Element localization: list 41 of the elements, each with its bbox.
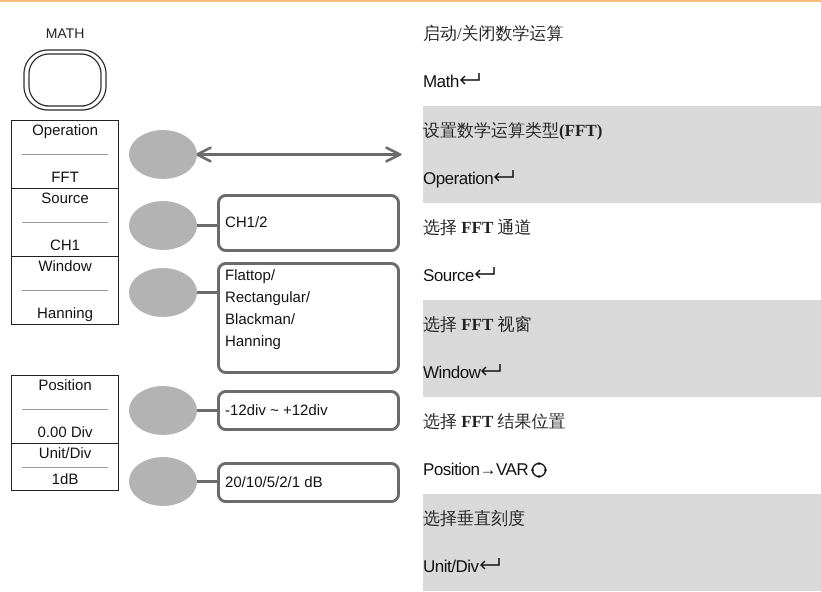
double-arrow xyxy=(196,146,402,162)
description-text: 设置数学运算类型(FFT) xyxy=(423,120,602,142)
menu-box xyxy=(11,120,119,189)
menu-path-text: Operation xyxy=(423,168,494,190)
menu-value: 0.00 Div xyxy=(37,424,93,442)
connector-line xyxy=(197,480,217,483)
option-box xyxy=(217,262,400,374)
option-text: Flattop/ Rectangular/ Blackman/ Hanning xyxy=(225,266,312,352)
option-box xyxy=(217,462,400,503)
menu-box xyxy=(11,188,119,257)
description-text: 选择垂直刻度 xyxy=(423,508,525,530)
menu-label: Position xyxy=(38,377,92,395)
button-label: MATH xyxy=(46,26,84,40)
menu-path-text: Unit/Div xyxy=(423,556,479,578)
menu-label: Source xyxy=(41,190,89,208)
menu-box xyxy=(11,256,119,325)
option-text: CH1/2 xyxy=(225,213,269,233)
option-text: 20/10/5/2/1 dB xyxy=(225,472,324,492)
option-box xyxy=(217,390,400,431)
menu-value: FFT xyxy=(51,169,79,187)
menu-path-text: Window xyxy=(423,362,480,384)
menu-box xyxy=(11,375,119,444)
description-text: 选择 FFT 通道 xyxy=(423,216,532,238)
menu-value: Hanning xyxy=(37,305,93,323)
description-text: 选择 FFT 结果位置 xyxy=(423,410,566,432)
option-text: -12div ~ +12div xyxy=(225,400,329,420)
menu-path-text: Source xyxy=(423,265,474,287)
description-text: 启动/关闭数学运算 xyxy=(423,22,564,44)
menu-label: Operation xyxy=(32,122,98,140)
menu-label: Unit/Div xyxy=(38,445,92,463)
connector-line xyxy=(197,409,217,412)
menu-path-text: Math xyxy=(423,71,459,93)
menu-box xyxy=(11,443,119,491)
menu-value: CH1 xyxy=(50,237,80,255)
description-text: 选择 FFT 视窗 xyxy=(423,314,532,336)
menu-path-text: Position→VAR xyxy=(423,459,528,481)
connector-line xyxy=(197,224,217,227)
menu-label: Window xyxy=(38,258,92,276)
connector-line xyxy=(197,291,217,294)
option-box xyxy=(217,194,400,252)
menu-value: 1dB xyxy=(52,471,78,489)
